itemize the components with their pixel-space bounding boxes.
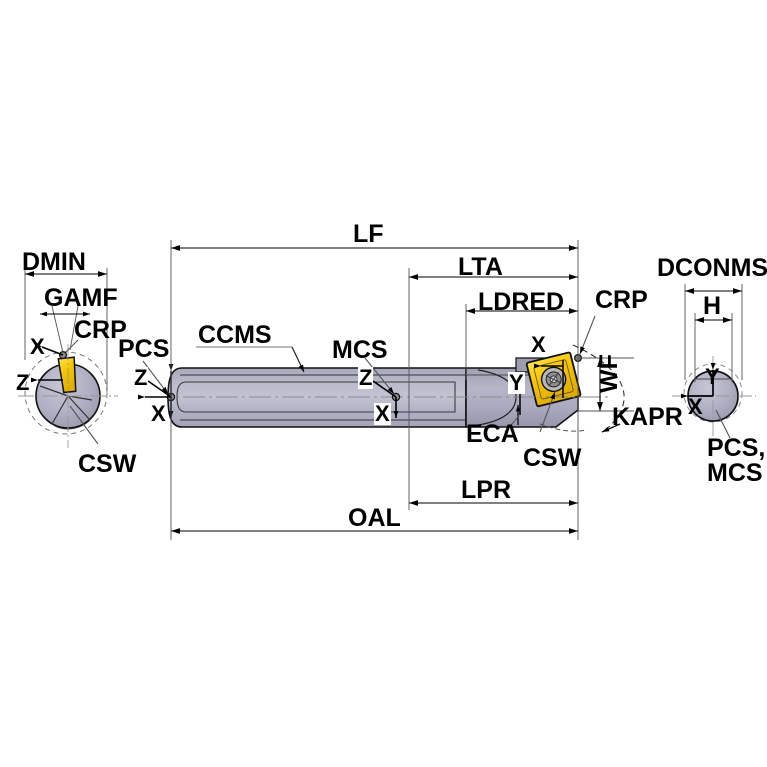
callout-label-csw-left: CSW	[78, 450, 137, 478]
dimension-label-wf: WF	[595, 354, 623, 393]
tool-main-view	[137, 351, 610, 428]
axis-label-left-x: X	[30, 334, 45, 359]
dimension-label-lf: LF	[353, 220, 384, 248]
callout-label-pcs-mcs-line1: PCS,	[707, 434, 766, 462]
callout-label-crp-right: CRP	[595, 286, 648, 314]
dimension-label-dconms: DCONMS	[657, 254, 767, 282]
callout-label-ccms: CCMS	[198, 321, 272, 349]
callout-label-csw-right: CSW	[523, 444, 582, 472]
dimension-label-lpr: LPR	[461, 476, 511, 504]
axis-label-pcs-x: X	[150, 401, 167, 426]
callout-label-mcs: MCS	[332, 336, 388, 364]
axis-label-head-x: X	[530, 332, 547, 357]
dimension-label-oal: OAL	[348, 504, 401, 532]
dimension-lines-bottom	[171, 397, 578, 534]
axis-label-mcs-x: X	[374, 401, 391, 426]
axis-label-mcs-z: Z	[358, 365, 374, 390]
axis-label-left-z: Z	[16, 370, 30, 395]
callout-label-crp-left: CRP	[74, 316, 127, 344]
dimension-label-kapr: KAPR	[612, 403, 683, 431]
axis-label-pcs-z: Z	[133, 365, 149, 390]
mcs-origin-marker	[365, 374, 401, 419]
cutting-insert	[525, 351, 582, 408]
wf-kapr-group	[539, 344, 634, 433]
dimension-label-dmin: DMIN	[22, 248, 86, 276]
dimension-label-ldred: LDRED	[478, 288, 565, 316]
callout-label-pcs-mcs-line2: MCS	[707, 459, 763, 487]
dimension-label-lta: LTA	[458, 253, 503, 281]
callout-label-eca: ECA	[466, 420, 519, 448]
axis-label-head-y: Y	[508, 370, 525, 395]
right-end-view	[672, 284, 756, 440]
leader-lines	[142, 315, 596, 433]
callout-label-pcs: PCS	[118, 335, 170, 363]
dimension-lines-top	[170, 240, 579, 540]
dimension-label-h: H	[703, 292, 722, 320]
head-axes	[517, 360, 564, 415]
axis-label-right-y: Y	[705, 364, 720, 389]
left-end-view	[18, 268, 118, 448]
dimension-label-gamf: GAMF	[44, 284, 118, 312]
axis-label-right-x: X	[688, 394, 703, 419]
tool-shank	[167, 367, 467, 428]
